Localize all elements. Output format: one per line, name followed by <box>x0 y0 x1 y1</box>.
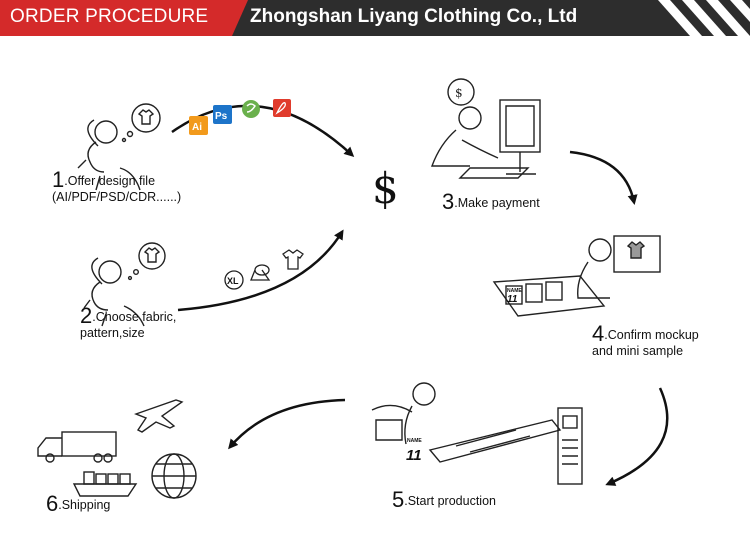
step-5-title: .Start production <box>404 494 496 508</box>
arrow-step3-to-step4 <box>569 150 638 205</box>
photoshop-icon-bg <box>213 105 232 124</box>
production-jersey-name: NAME <box>407 438 422 444</box>
step-2-detail: pattern,size <box>80 326 145 340</box>
arrow-step4-to-step5 <box>605 387 669 486</box>
production-jersey-number: 11 <box>406 447 422 464</box>
production-machine-sketch <box>371 382 583 485</box>
step-1-detail: (AI/PDF/PSD/CDR......) <box>52 190 182 204</box>
pdf-icon <box>273 99 291 117</box>
step-3-number: 3 <box>442 189 455 214</box>
size-xl-label: XL <box>227 276 239 286</box>
step-3-title: .Make payment <box>454 196 540 210</box>
step-2-number: 2 <box>80 303 93 328</box>
size-xl-icon <box>224 270 244 290</box>
arrow-step2-to-step3 <box>177 229 344 312</box>
step-6-number: 6 <box>46 491 59 516</box>
coreldraw-icon-bg <box>242 100 260 118</box>
process-illustration: $ NAME 11 NAME 11 <box>37 78 669 499</box>
mockup-jersey-number: 11 <box>507 294 518 305</box>
step-2-title: .Choose fabric, <box>92 310 177 324</box>
badge-title: ORDER PROCEDURE <box>10 6 209 27</box>
step-5-label: 5.Start production <box>392 489 496 511</box>
payment-computer-sketch: $ <box>431 78 541 179</box>
mockup-jersey-name: NAME <box>507 288 522 294</box>
illustrator-icon-bg <box>189 116 208 135</box>
step-1-label: 1.Offer design file (AI/PDF/PSD/CDR.....… <box>52 169 182 205</box>
step-3-label: 3.Make payment <box>442 191 540 213</box>
mockup-desk-sketch <box>492 235 661 317</box>
step-4-detail: and mini sample <box>592 344 684 358</box>
step-6-title: .Shipping <box>58 498 111 512</box>
company-name: Zhongshan Liyang Clothing Co., Ltd <box>250 6 578 27</box>
decorative-stripes <box>658 0 750 36</box>
svg-text:Ai: Ai <box>192 122 202 133</box>
step-1-number: 1 <box>52 167 65 192</box>
thinking-person-1-sketch <box>77 103 161 191</box>
order-procedure-badge <box>0 0 248 36</box>
fabric-roll-icon <box>250 264 271 281</box>
step-6-label: 6.Shipping <box>46 493 111 515</box>
payment-dollar-symbol: $ <box>372 164 399 213</box>
illustrator-icon: Ai <box>189 116 208 135</box>
header-bar: ORDER PROCEDURE Zhongshan Liyang Clothin… <box>0 0 750 36</box>
step-1-title: .Offer design file <box>64 174 156 188</box>
step-4-title: .Confirm mockup <box>604 328 699 342</box>
svg-text:Ps: Ps <box>215 111 228 122</box>
step-5-number: 5 <box>392 487 405 512</box>
coreldraw-icon <box>242 100 260 118</box>
photoshop-icon: Ps <box>213 105 232 124</box>
shipping-transport-sketch <box>37 399 197 499</box>
svg-text:$: $ <box>455 86 463 100</box>
step-4-label: 4.Confirm mockup and mini sample <box>592 323 699 359</box>
step-2-label: 2.Choose fabric, pattern,size <box>80 305 177 341</box>
tshirt-icon <box>282 249 304 270</box>
step-4-number: 4 <box>592 321 605 346</box>
thinking-person-2-sketch <box>83 242 166 327</box>
arrow-step5-to-step6 <box>228 398 346 450</box>
